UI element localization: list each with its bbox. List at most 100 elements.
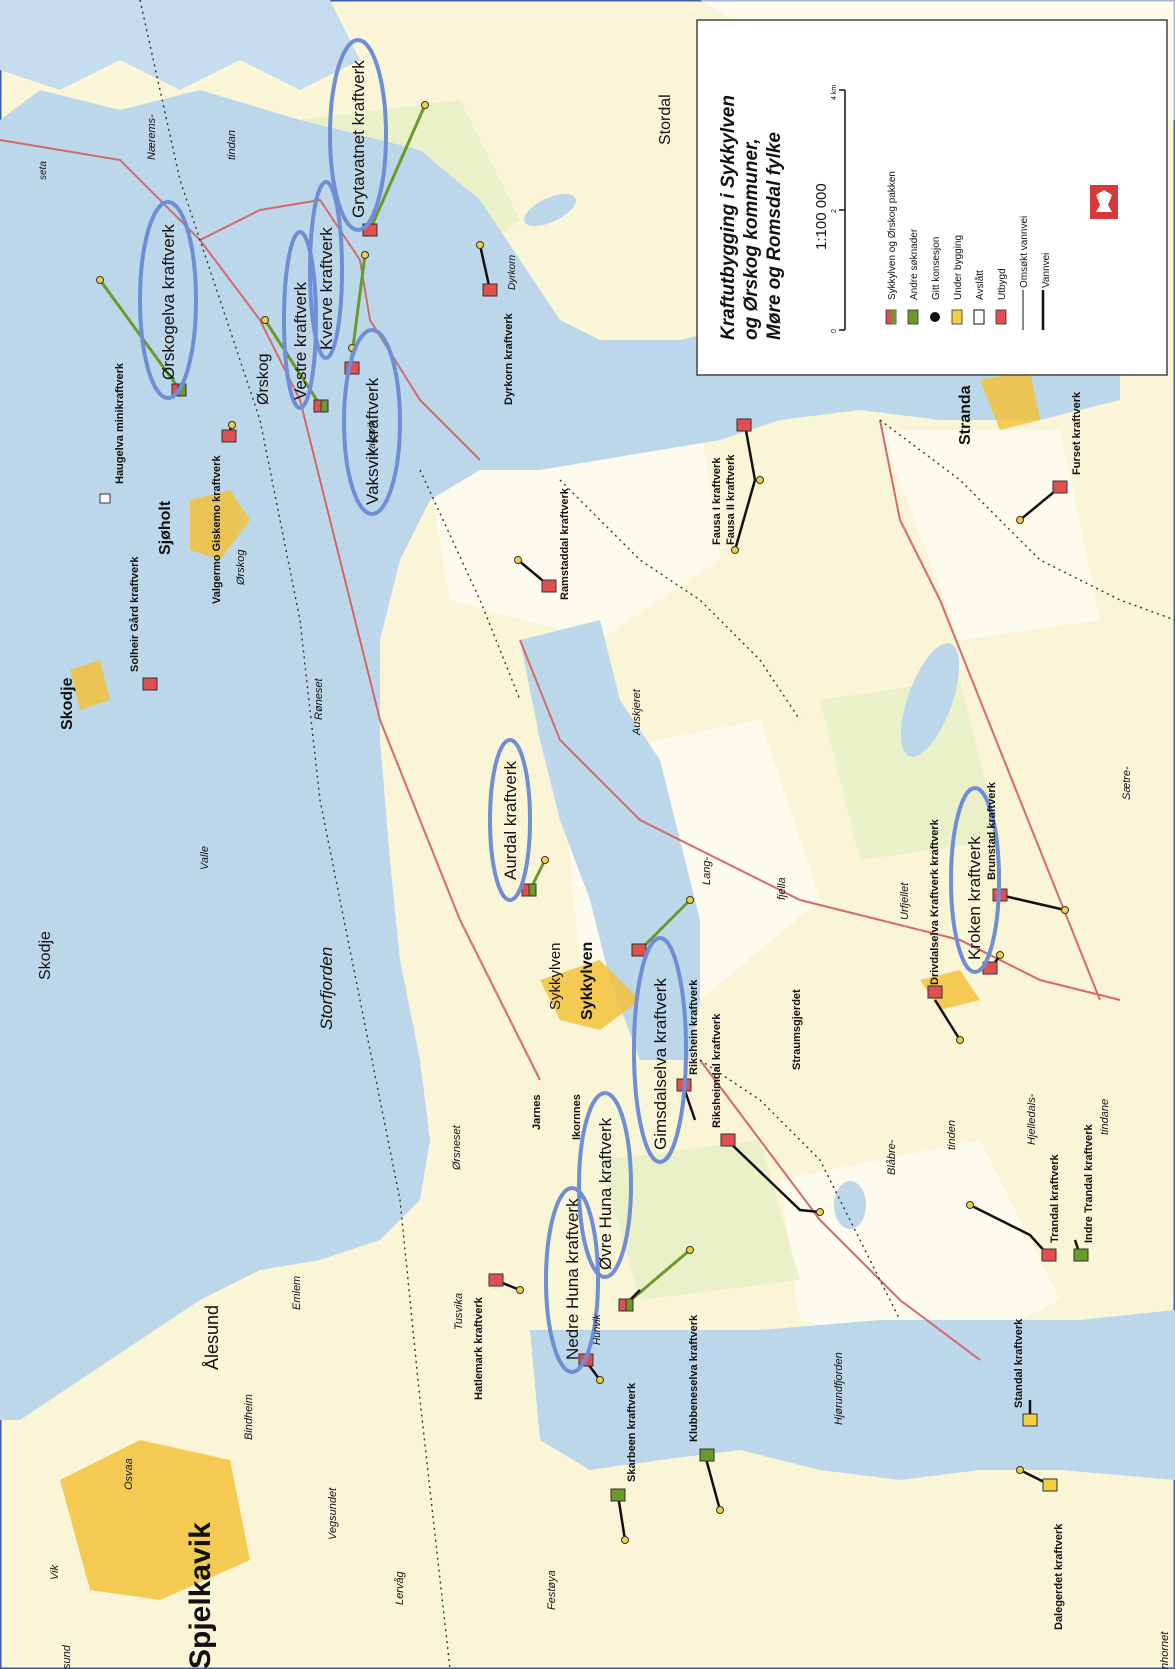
label-standal: Standal kraftverk xyxy=(1013,1318,1025,1408)
svg-text:Utbygd: Utbygd xyxy=(997,268,1008,300)
label-vestre: Vestre kraftverk xyxy=(291,281,310,400)
place-saetre: Sætre- xyxy=(1121,766,1133,800)
legend-item-omsokt-vannvei: Omsøkt vannvei xyxy=(1019,216,1030,330)
place-tusvika: Tusvika xyxy=(453,1293,465,1330)
label-fausa2: Fausa II kraftverk xyxy=(725,454,737,545)
marker-ramstaddal[interactable] xyxy=(541,579,557,593)
marker-dalegerdet[interactable] xyxy=(1042,1478,1058,1492)
place-vagsvik: Vagsvik xyxy=(367,419,378,455)
legend-item-under-bygging: Under bygging xyxy=(951,235,964,325)
label-dalegerdet: Dalegerdet kraftverk xyxy=(1053,1523,1065,1630)
place-tinden: tinden xyxy=(946,1120,958,1150)
place-urfjellet: Urfjellet xyxy=(899,882,911,920)
legend-title-1: Kraftutbygging i Sykkylven xyxy=(718,95,739,340)
place-auskjeret: Auskjeret xyxy=(631,688,643,736)
marker-trandal[interactable] xyxy=(1041,1248,1057,1262)
place-sykkylven2: Sykkylven xyxy=(579,942,596,1020)
legend-title-3: Møre og Romsdal fylke xyxy=(764,132,785,340)
place-sykkylven1: Sykkylven xyxy=(547,942,564,1010)
marker-sykkylven[interactable] xyxy=(631,943,647,957)
legend-item-gitt-konsesjon: Gitt konsesjon xyxy=(930,237,942,322)
highlighted-labels: Ørskogelva kraftverk Vestre kraftverk Kv… xyxy=(159,60,984,1360)
marker-furset[interactable] xyxy=(1052,480,1068,494)
water xyxy=(0,0,1175,1480)
label-ovre-huna: Øvre Huna kraftverk xyxy=(596,1117,615,1270)
plant-labels: Haugelva minikraftverk Valgermo Giskemo … xyxy=(114,312,1095,1630)
legend-item-avslatt: Avslått xyxy=(973,270,986,325)
place-spjelkavik: Spjelkavik xyxy=(184,1522,217,1669)
marker-dyrkorn[interactable] xyxy=(482,283,498,297)
marker-fausa[interactable] xyxy=(736,418,752,432)
label-aurdal: Aurdal kraftverk xyxy=(501,760,520,880)
intake-dots xyxy=(96,101,1069,1544)
place-vegsundet: Vegsundet xyxy=(327,1487,339,1540)
label-solheir: Solheir Gård kraftverk xyxy=(129,556,141,672)
label-trandal: Trandal kraftverk xyxy=(1049,1153,1061,1243)
place-stordal: Stordal xyxy=(657,94,674,145)
place-roneset: Røneset xyxy=(313,677,325,720)
place-stranda: Stranda xyxy=(957,385,974,445)
label-ramstaddal: Ramstaddal kraftverk xyxy=(559,487,571,600)
label-indre-trandal: Indre Trandal kraftverk xyxy=(1083,1124,1095,1243)
label-dyrkorn: Dyrkorn kraftverk xyxy=(503,312,515,405)
county-coat-of-arms-icon xyxy=(1090,185,1118,219)
label-grytavatnet: Grytavatnet kraftverk xyxy=(349,60,368,218)
marker-valgermo[interactable] xyxy=(221,429,237,443)
scale-tick-2: 4 km xyxy=(831,85,838,100)
marker-standal[interactable] xyxy=(1022,1413,1038,1427)
svg-text:Under bygging: Under bygging xyxy=(953,235,964,300)
label-rikshein: Rikshein kraftverk xyxy=(688,979,700,1075)
label-haugelva: Haugelva minikraftverk xyxy=(114,362,126,484)
svg-text:Omsøkt vannvei: Omsøkt vannvei xyxy=(1019,216,1030,288)
place-hornet: nhornet xyxy=(1159,1631,1171,1669)
place-ikornnes: Ikornnes xyxy=(571,1094,583,1140)
marker-skarbeen[interactable] xyxy=(610,1488,626,1502)
svg-text:Avslått: Avslått xyxy=(974,270,986,300)
marker-riksheimdal[interactable] xyxy=(720,1133,736,1147)
label-valgermo: Valgermo Giskemo kraftverk xyxy=(211,455,223,604)
marker-klubbeneselva[interactable] xyxy=(699,1448,715,1462)
scale-tick-1: 2 xyxy=(831,209,838,213)
place-skodje2: Skodje xyxy=(59,677,76,730)
svg-text:Sykkylven og Ørskog pakken: Sykkylven og Ørskog pakken xyxy=(887,171,898,300)
legend-scale: 1:100 000 xyxy=(813,183,830,250)
place-orskog1: Ørskog xyxy=(255,353,272,405)
place-bindheim: Bindheim xyxy=(243,1394,255,1440)
place-valle: Valle xyxy=(199,846,211,870)
highlight-ellipses xyxy=(138,38,1001,1374)
marker-solheir[interactable] xyxy=(142,677,158,691)
marker-hatlemark[interactable] xyxy=(488,1273,504,1287)
label-klubbeneselva: Klubbeneselva kraftverk xyxy=(688,1314,700,1442)
place-lang: Lang- xyxy=(701,857,713,885)
place-hunvik: Hunvik xyxy=(592,1313,603,1345)
place-festoya: Festøya xyxy=(546,1570,558,1610)
place-alesund: Ålesund xyxy=(202,1305,222,1370)
legend-title-2: og Ørskog kommuner, xyxy=(741,138,762,340)
place-seta: seta xyxy=(38,161,49,180)
place-skodje1: Skodje xyxy=(37,931,54,980)
place-labels: Spjelkavik Ålesund Skodje Skodje Sjøholt… xyxy=(37,94,1171,1669)
place-blabre: Blåbre- xyxy=(886,1139,898,1175)
legend-item-vannvei: Vannvei xyxy=(1041,253,1052,330)
marker-drivdal[interactable] xyxy=(927,985,943,999)
municipal-borders xyxy=(139,0,1175,1669)
legend-item-sykkylven-pakken: Sykkylven og Ørskog pakken xyxy=(885,171,898,325)
place-orskog2: Ørskog xyxy=(235,549,247,586)
label-furset: Furset kraftverk xyxy=(1071,391,1083,475)
label-gimsdalselva: Gimsdalselva kraftverk xyxy=(651,978,670,1150)
place-hjorundfjorden: Hjørundfjorden xyxy=(833,1352,845,1425)
place-sund: sund xyxy=(61,1644,73,1669)
svg-text:Gitt konsesjon: Gitt konsesjon xyxy=(931,237,942,300)
place-emlem: Emlem xyxy=(291,1276,303,1310)
place-lervag: Lervåg xyxy=(394,1570,406,1605)
label-kverve: Kverve kraftverk xyxy=(317,227,336,350)
marker-haugelva[interactable] xyxy=(99,493,111,504)
legend-item-andre-soknader: Andre søknader xyxy=(907,228,920,325)
label-orskogelva: Ørskogelva kraftverk xyxy=(159,224,178,380)
marker-indre-trandal[interactable] xyxy=(1073,1248,1089,1262)
place-vik: Vik xyxy=(49,1564,61,1580)
label-riksheimdal: Riksheimdal kraftverk xyxy=(711,1013,723,1128)
label-fausa1: Fausa I kraftverk xyxy=(711,457,723,545)
